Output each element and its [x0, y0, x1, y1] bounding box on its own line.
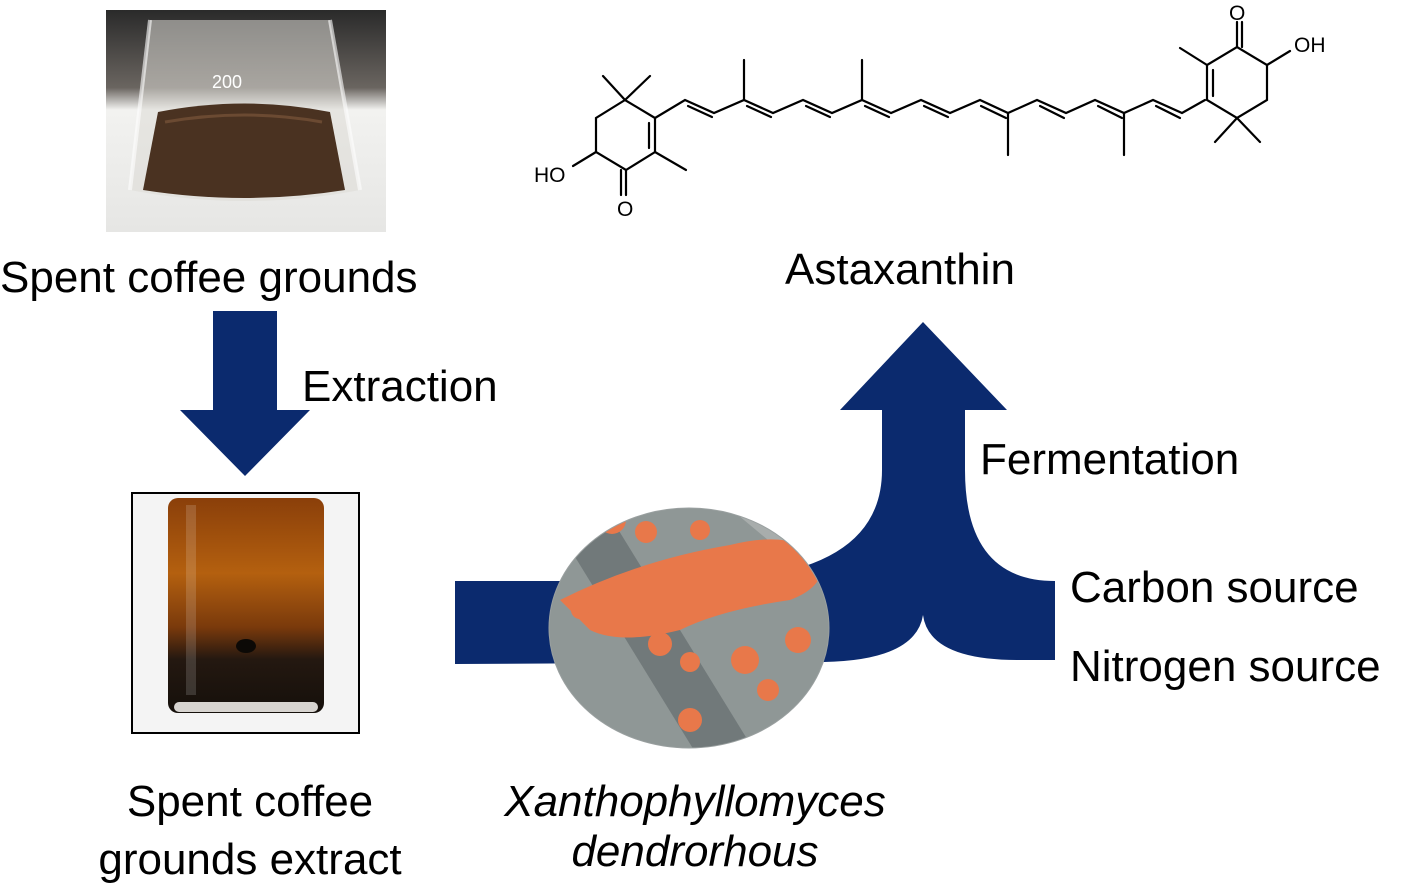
spent-coffee-grounds-label: Spent coffee grounds	[0, 253, 418, 302]
fermentation-label: Fermentation	[980, 435, 1240, 484]
astaxanthin-label: Astaxanthin	[785, 245, 1015, 294]
extraction-arrow	[180, 311, 310, 476]
extract-label-line1: Spent coffee	[126, 777, 374, 826]
plate-outline	[548, 507, 830, 749]
yeast-plate-photo	[549, 508, 829, 748]
atom-oh: OH	[1294, 34, 1326, 57]
fermentation-arrow	[455, 322, 1055, 664]
astaxanthin-structure	[571, 20, 1292, 197]
atom-ho: HO	[534, 164, 566, 187]
coffee-grounds	[143, 103, 345, 198]
organism-label-line2: dendrorhous	[571, 827, 819, 876]
beaker-photo: 200	[106, 10, 386, 232]
atom-o-right: O	[1229, 2, 1245, 25]
extraction-label: Extraction	[302, 362, 498, 411]
beaker-marking: 200	[212, 72, 242, 92]
atom-o-left: O	[617, 198, 633, 221]
extract-label-line2: grounds extract	[98, 835, 402, 884]
carbon-source-label: Carbon source	[1070, 563, 1359, 612]
nitrogen-source-label: Nitrogen source	[1070, 642, 1381, 691]
organism-label-line1: Xanthophyllomyces	[504, 777, 886, 826]
extract-vial-photo	[131, 492, 360, 734]
